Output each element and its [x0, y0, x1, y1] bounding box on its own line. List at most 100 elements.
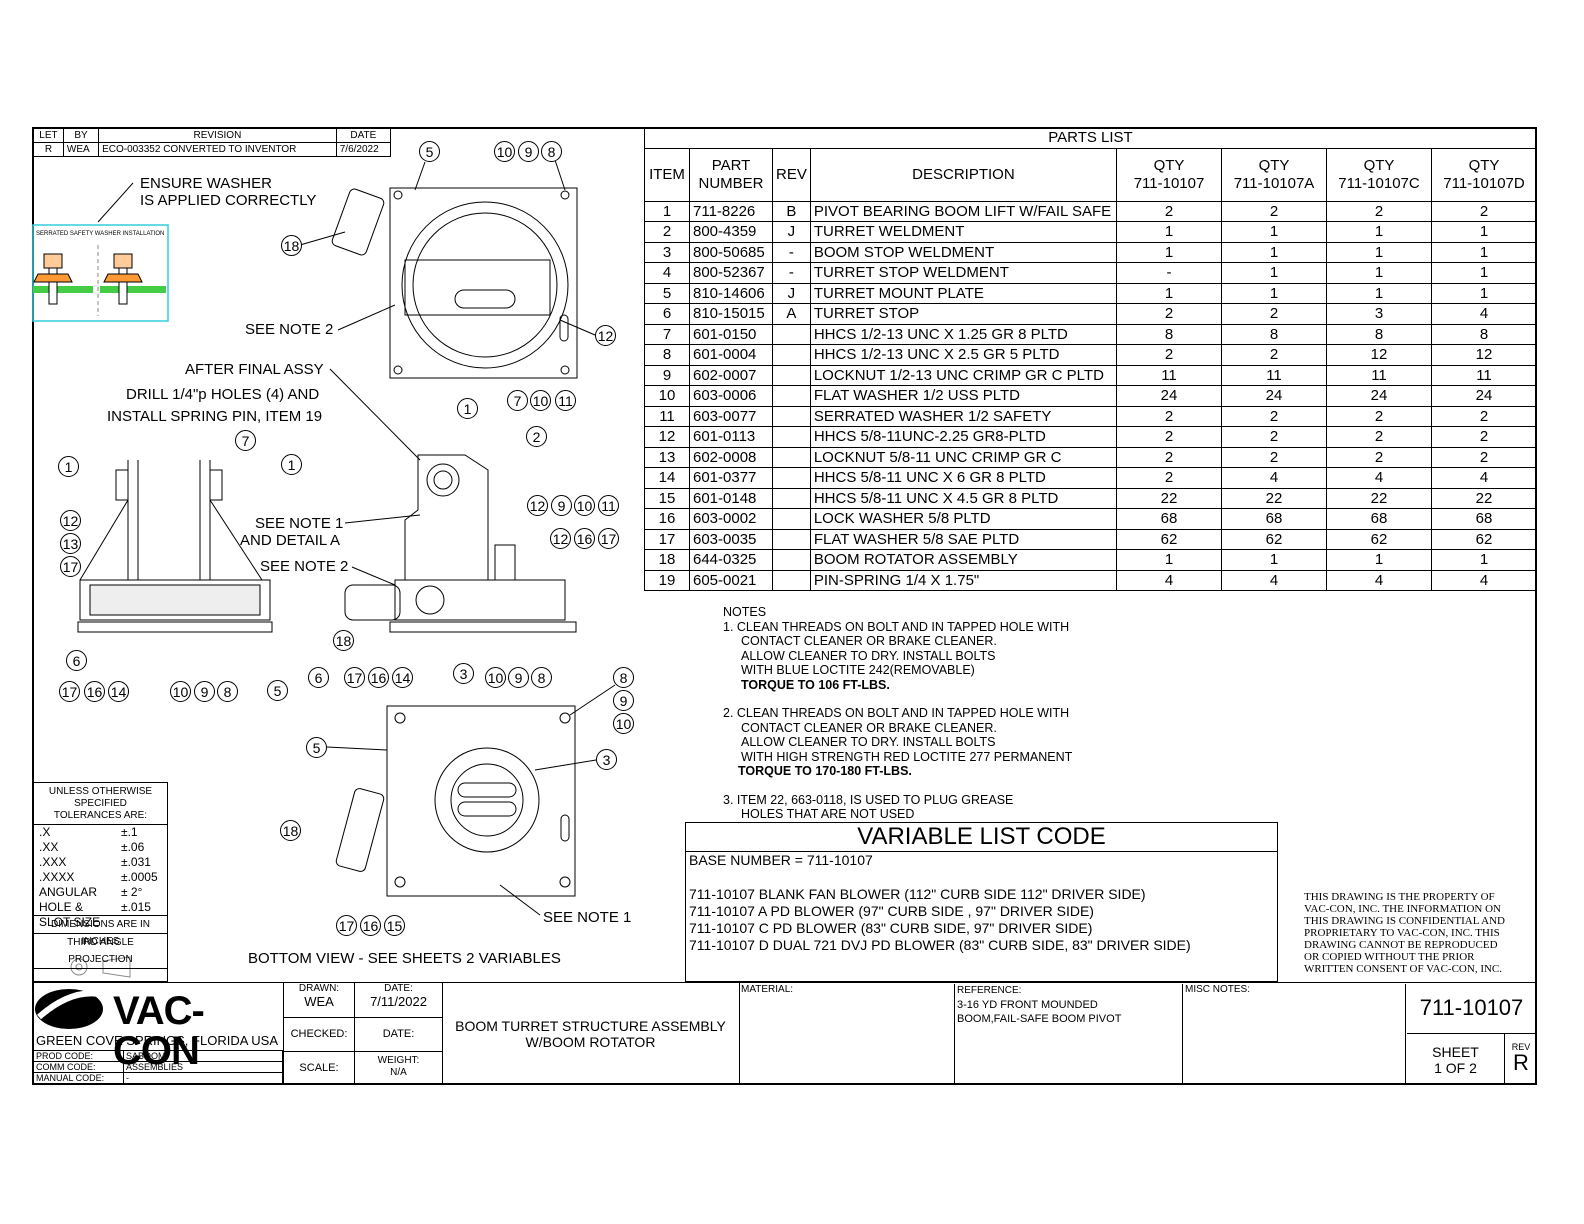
- col-rev: REV: [772, 147, 811, 202]
- balloon: 9: [518, 141, 539, 162]
- balloon: 9: [508, 667, 529, 688]
- parts-qty-cell: 2: [1221, 344, 1327, 366]
- parts-qty-cell: 1: [1326, 221, 1432, 243]
- variable-line: 711-10107 A PD BLOWER (97" CURB SIDE , 9…: [689, 903, 1094, 919]
- tolerance-table: .X±.1 .XX±.06 .XXX±.031 .XXXX±.0005 ANGU…: [38, 825, 159, 930]
- col-description: DESCRIPTION: [809, 147, 1118, 202]
- parts-qty-cell: 62: [1221, 528, 1327, 550]
- parts-qty-cell: 24: [1431, 385, 1537, 407]
- balloon: 15: [384, 915, 405, 936]
- parts-qty-cell: 1: [1116, 221, 1222, 243]
- parts-qty-cell: 2: [1326, 405, 1432, 427]
- sheet-cell: SHEET 1 OF 2: [1407, 1034, 1505, 1084]
- parts-description-cell: TURRET WELDMENT: [809, 221, 1118, 243]
- side-view-left: [77, 460, 273, 633]
- parts-item-cell: 2: [644, 221, 690, 243]
- parts-qty-cell: 24: [1326, 385, 1432, 407]
- balloon: 17: [59, 681, 80, 702]
- parts-description-cell: HHCS 5/8-11 UNC X 6 GR 8 PLTD: [809, 467, 1118, 489]
- parts-qty-cell: 22: [1221, 487, 1327, 509]
- tol-value: ±.031: [121, 855, 151, 869]
- parts-qty-cell: 1: [1221, 262, 1327, 284]
- comm-code: ASSEMBLIES: [123, 1061, 283, 1073]
- tol-key: .XXX: [39, 855, 67, 869]
- callout-drill-holes: DRILL 1/4"p HOLES (4) AND: [126, 386, 320, 403]
- callout-see-note-2-side: SEE NOTE 2: [260, 558, 349, 575]
- callout-and-detail-a: AND DETAIL A: [240, 532, 341, 549]
- parts-number-cell: 800-4359: [689, 221, 773, 243]
- parts-qty-cell: 1: [1431, 282, 1537, 304]
- balloon: 1: [457, 398, 478, 419]
- washer-note-line1: ENSURE WASHER: [140, 175, 272, 192]
- qty-variant: 711-10107D: [1443, 174, 1525, 192]
- parts-qty-cell: 2: [1431, 200, 1537, 222]
- drawing-title-line1: BOOM TURRET STRUCTURE ASSEMBLY: [455, 1018, 726, 1034]
- side-view-right: [344, 454, 577, 633]
- parts-rev-cell: [772, 528, 811, 550]
- rev-label: REV: [1511, 1042, 1531, 1052]
- washer-detail-title: SERRATED SAFETY WASHER INSTALLATION: [36, 231, 165, 237]
- parts-description-cell: HHCS 5/8-11UNC-2.25 GR8-PLTD: [809, 426, 1118, 448]
- parts-qty-cell: 1: [1326, 282, 1432, 304]
- parts-qty-cell: 1: [1221, 221, 1327, 243]
- balloon: 13: [60, 533, 81, 554]
- variable-line: 711-10107 D DUAL 721 DVJ PD BLOWER (83" …: [689, 937, 1191, 953]
- parts-qty-cell: 2: [1221, 426, 1327, 448]
- balloon: 6: [308, 667, 329, 688]
- parts-number-cell: 601-0113: [689, 426, 773, 448]
- parts-qty-cell: 22: [1116, 487, 1222, 509]
- parts-qty-cell: 1: [1326, 549, 1432, 571]
- bottom-view: [335, 705, 576, 897]
- sheet-number: 1 OF 2: [1434, 1060, 1477, 1076]
- parts-qty-cell: 22: [1431, 487, 1537, 509]
- tol-key: .X: [39, 825, 51, 839]
- parts-number-cell: 603-0002: [689, 508, 773, 530]
- parts-number-cell: 644-0325: [689, 549, 773, 571]
- callout-see-note-1-detail: SEE NOTE 1: [255, 515, 344, 532]
- parts-item-cell: 15: [644, 487, 690, 509]
- parts-qty-cell: 62: [1116, 528, 1222, 550]
- parts-description-cell: LOCKNUT 5/8-11 UNC CRIMP GR C: [809, 446, 1118, 468]
- qty-variant: 711-10107A: [1233, 174, 1315, 192]
- parts-item-cell: 19: [644, 569, 690, 591]
- parts-item-cell: 7: [644, 323, 690, 345]
- parts-qty-cell: 2: [1431, 446, 1537, 468]
- parts-rev-cell: [772, 405, 811, 427]
- parts-qty-cell: 68: [1116, 508, 1222, 530]
- balloon: 3: [596, 749, 617, 770]
- balloon: 12: [527, 495, 548, 516]
- rev-let: R: [33, 142, 64, 157]
- parts-qty-cell: 2: [1116, 303, 1222, 325]
- prod-code: SABOOM: [123, 1050, 283, 1062]
- parts-item-cell: 18: [644, 549, 690, 571]
- parts-number-cell: 800-50685: [689, 241, 773, 263]
- parts-qty-cell: 1: [1221, 241, 1327, 263]
- parts-qty-cell: 68: [1326, 508, 1432, 530]
- parts-qty-cell: 8: [1326, 323, 1432, 345]
- parts-item-cell: 9: [644, 364, 690, 386]
- balloon: 2: [526, 426, 547, 447]
- proprietary-line: VAC-CON, INC. THE INFORMATION ON: [1304, 903, 1501, 915]
- parts-description-cell: PIN-SPRING 1/4 X 1.75": [809, 569, 1118, 591]
- parts-qty-cell: 11: [1326, 364, 1432, 386]
- proprietary-line: DRAWING CANNOT BE REPRODUCED: [1304, 939, 1498, 951]
- note-2-line: CONTACT CLEANER OR BRAKE CLEANER.: [741, 720, 997, 735]
- qty-variant: 711-10107: [1133, 174, 1205, 192]
- note-1-line: ALLOW CLEANER TO DRY. INSTALL BOLTS: [741, 648, 996, 663]
- balloon: 5: [267, 680, 288, 701]
- proprietary-notice: THIS DRAWING IS THE PROPERTY OF VAC-CON,…: [1304, 891, 1505, 975]
- washer-detail: [32, 182, 169, 322]
- parts-qty-cell: 4: [1431, 467, 1537, 489]
- parts-qty-cell: 24: [1221, 385, 1327, 407]
- parts-qty-cell: 4: [1326, 467, 1432, 489]
- parts-description-cell: FLAT WASHER 1/2 USS PLTD: [809, 385, 1118, 407]
- tol-value: ±.06: [121, 840, 145, 854]
